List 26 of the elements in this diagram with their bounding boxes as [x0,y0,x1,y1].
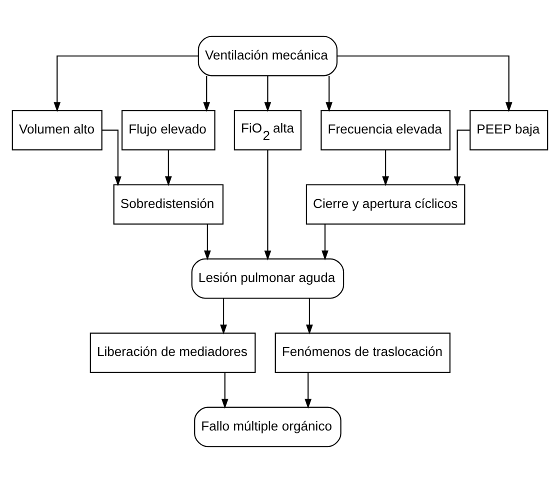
arrow [337,54,512,112]
node-box: Liberación de mediadores [90,332,256,372]
arrow [102,129,122,186]
arrow [264,149,272,260]
node-box: Volumen alto [12,110,102,150]
node-box: Frecuencia elevada [320,110,450,150]
arrow [322,224,328,260]
arrow [264,75,272,112]
arrow [164,150,172,186]
node-box: Lesión pulmonar aguda [191,258,344,298]
arrow [326,75,333,112]
arrow [54,54,198,112]
arrow [204,224,211,260]
node-box: Fallo múltiple orgánico [194,406,342,447]
arrow [221,372,228,408]
arrow [382,150,389,186]
node-box: PEEP baja [470,110,548,150]
arrow [220,298,227,334]
arrow [203,75,210,112]
arrow [304,372,312,408]
node-box: Cierre y apertura cíclicos [306,184,466,224]
node-box: Sobredistensión [113,184,224,224]
node-box: Flujo elevado [122,110,216,150]
arrow [306,298,313,334]
node-box: Ventilación mecánica [198,35,338,76]
node-box: Fenómenos de traslocación [274,332,450,372]
